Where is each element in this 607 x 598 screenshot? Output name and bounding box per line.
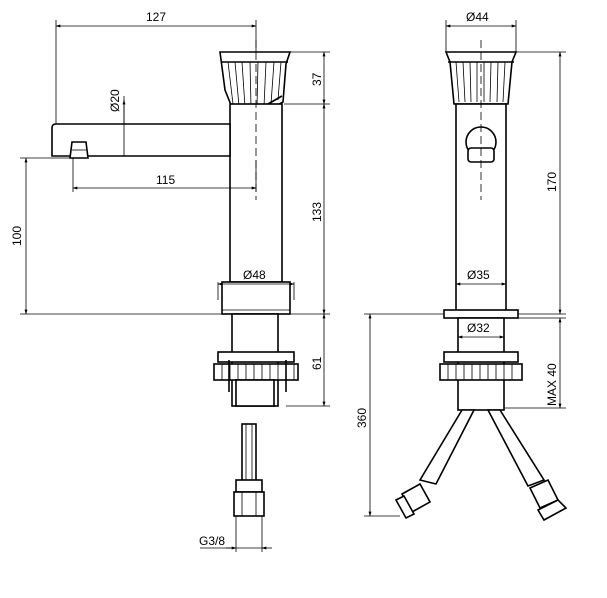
dim-side-vertical-stack: 37 133 61 <box>284 51 330 407</box>
dim-max-deck-label: MAX 40 <box>545 363 559 406</box>
dim-spout-projection: 115 <box>72 158 257 192</box>
side-body <box>221 95 291 315</box>
dim-head-diameter-label: Ø44 <box>466 10 489 24</box>
side-handle-head <box>219 51 292 111</box>
dim-spout-diameter-label: Ø20 <box>108 89 122 112</box>
front-hose-left-nut <box>394 482 432 520</box>
dim-body-diameter-label: Ø48 <box>243 268 266 282</box>
dim-shank-length-label: 61 <box>310 356 324 370</box>
side-hose <box>233 423 265 517</box>
dim-shank-diameter: Ø32 <box>457 321 505 339</box>
dim-body-diameter: Ø48 <box>217 268 295 300</box>
side-spout <box>51 123 231 159</box>
side-shank <box>213 313 299 407</box>
dim-front-body-diameter: Ø35 <box>455 268 507 286</box>
front-hose-right-nut <box>528 478 568 522</box>
dim-shank-diameter-label: Ø32 <box>467 321 490 335</box>
dim-spout-diameter: Ø20 <box>108 89 126 156</box>
dim-total-reach: 127 <box>55 10 257 124</box>
dim-hose-length-label: 360 <box>355 408 369 428</box>
dim-spout-height: 100 <box>10 157 222 315</box>
front-shank <box>439 317 523 411</box>
front-hoses <box>394 409 568 522</box>
dim-spout-projection-label: 115 <box>156 173 175 187</box>
dim-total-reach-label: 127 <box>146 10 166 24</box>
dim-hose-length: 360 <box>355 313 444 517</box>
dim-spout-height-label: 100 <box>10 226 24 246</box>
dim-head-diameter: Ø44 <box>445 10 517 52</box>
front-view: Ø44 170 Ø35 Ø32 360 <box>355 10 568 522</box>
dim-front-body-diameter-label: Ø35 <box>467 268 490 282</box>
dim-max-deck: MAX 40 <box>504 317 566 409</box>
dim-thread: G3/8 <box>199 516 272 552</box>
dim-overall-height-label: 170 <box>545 172 559 192</box>
dim-head-height-label: 37 <box>310 72 324 86</box>
dim-overall-height: 170 <box>516 51 566 315</box>
dim-body-height-label: 133 <box>310 202 324 222</box>
dim-thread-label: G3/8 <box>199 534 225 548</box>
side-view: 127 Ø20 115 100 Ø48 <box>10 10 330 552</box>
